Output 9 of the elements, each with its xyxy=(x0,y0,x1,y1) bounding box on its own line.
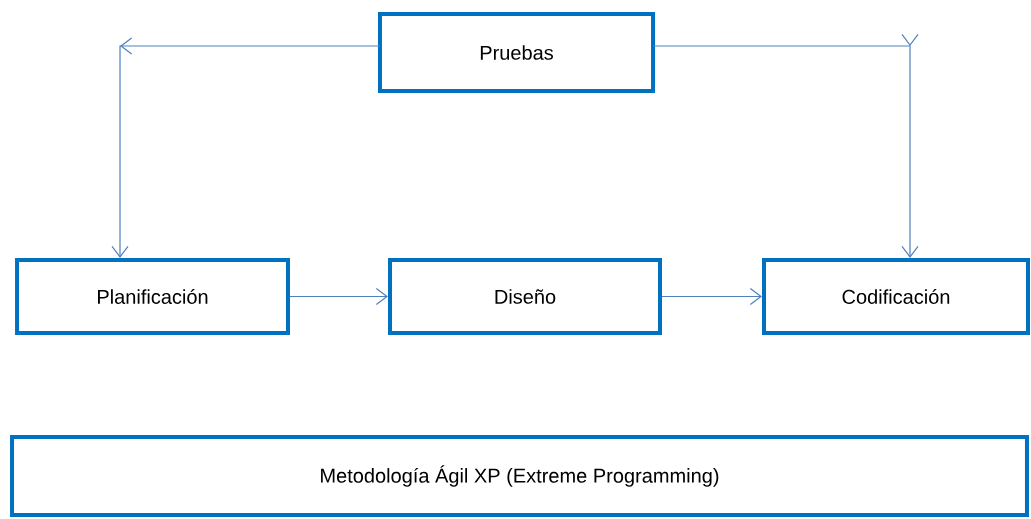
process-box: Pruebas xyxy=(377,11,656,94)
process-box: Planificación xyxy=(15,257,290,336)
process-box: Diseño xyxy=(388,257,662,336)
process-box: Codificación xyxy=(762,257,1030,336)
arrow xyxy=(111,37,381,258)
arrow xyxy=(289,287,388,306)
arrow xyxy=(661,287,762,306)
arrow xyxy=(652,33,919,258)
title-box: Metodología Ágil XP (Extreme Programming) xyxy=(10,435,1029,517)
